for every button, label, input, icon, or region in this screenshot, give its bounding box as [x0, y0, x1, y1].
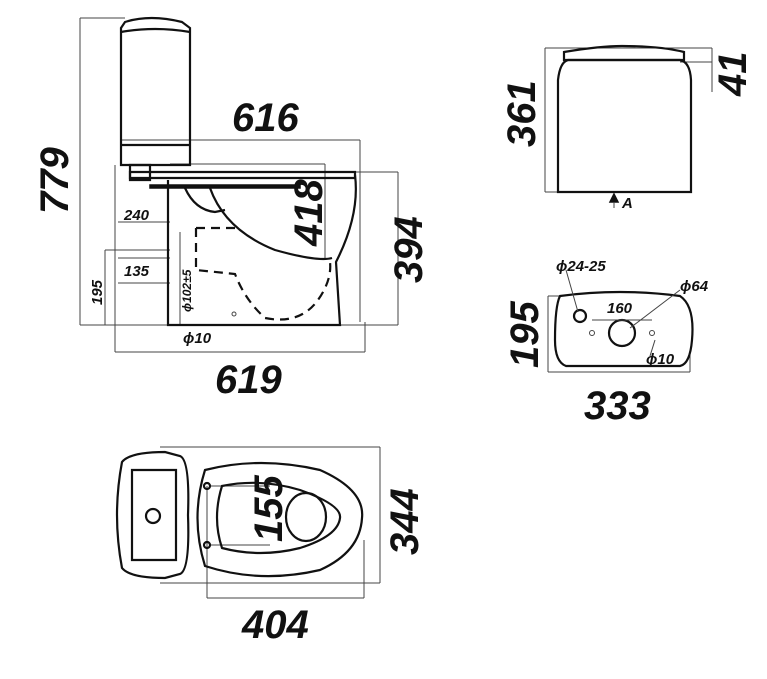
tank-front-view: [544, 44, 713, 208]
dim-length-top: 616: [232, 96, 299, 140]
tank-front-body: [556, 58, 693, 194]
seat: [128, 170, 357, 180]
dim-top-length: 404: [241, 603, 309, 647]
dim-135: 135: [124, 263, 150, 280]
drain-diameter: ϕ102±5: [180, 269, 194, 312]
side-view: [79, 16, 399, 353]
view-marker: A: [621, 195, 633, 212]
dim-rim-height: 394: [387, 216, 431, 283]
dim-tank-width: 333: [584, 384, 651, 428]
dim-bolt-spacing: 155: [247, 475, 291, 542]
dim-240: 240: [123, 207, 150, 224]
bowl-outline: [166, 174, 357, 327]
cistern-body: [119, 16, 192, 167]
bolt-diameter-side: ϕ10: [183, 330, 212, 347]
tank-top-view: [547, 269, 694, 373]
outlet-diameter: ϕ64: [680, 278, 709, 295]
inlet-diameter: ϕ24-25: [556, 258, 606, 275]
tank-top-body: [553, 290, 694, 368]
dim-tank-lid: 41: [711, 52, 755, 98]
dim-hole-spacing: 160: [607, 300, 633, 317]
dim-bowl-height: 418: [287, 179, 331, 247]
seat-opening: [215, 481, 342, 555]
dim-tank-depth: 195: [503, 301, 547, 368]
bolt-diameter-tank: ϕ10: [646, 351, 675, 368]
dim-top-depth: 344: [383, 488, 427, 555]
tank-top-outline: [115, 450, 190, 580]
dim-tank-height: 361: [500, 80, 544, 147]
dim-195-side: 195: [89, 279, 106, 305]
top-view: [115, 446, 381, 599]
dim-height-total: 779: [33, 147, 77, 214]
dim-length-bottom: 619: [215, 358, 282, 402]
trap-curve: [208, 187, 333, 261]
bowl-rim-outline: [196, 461, 364, 578]
